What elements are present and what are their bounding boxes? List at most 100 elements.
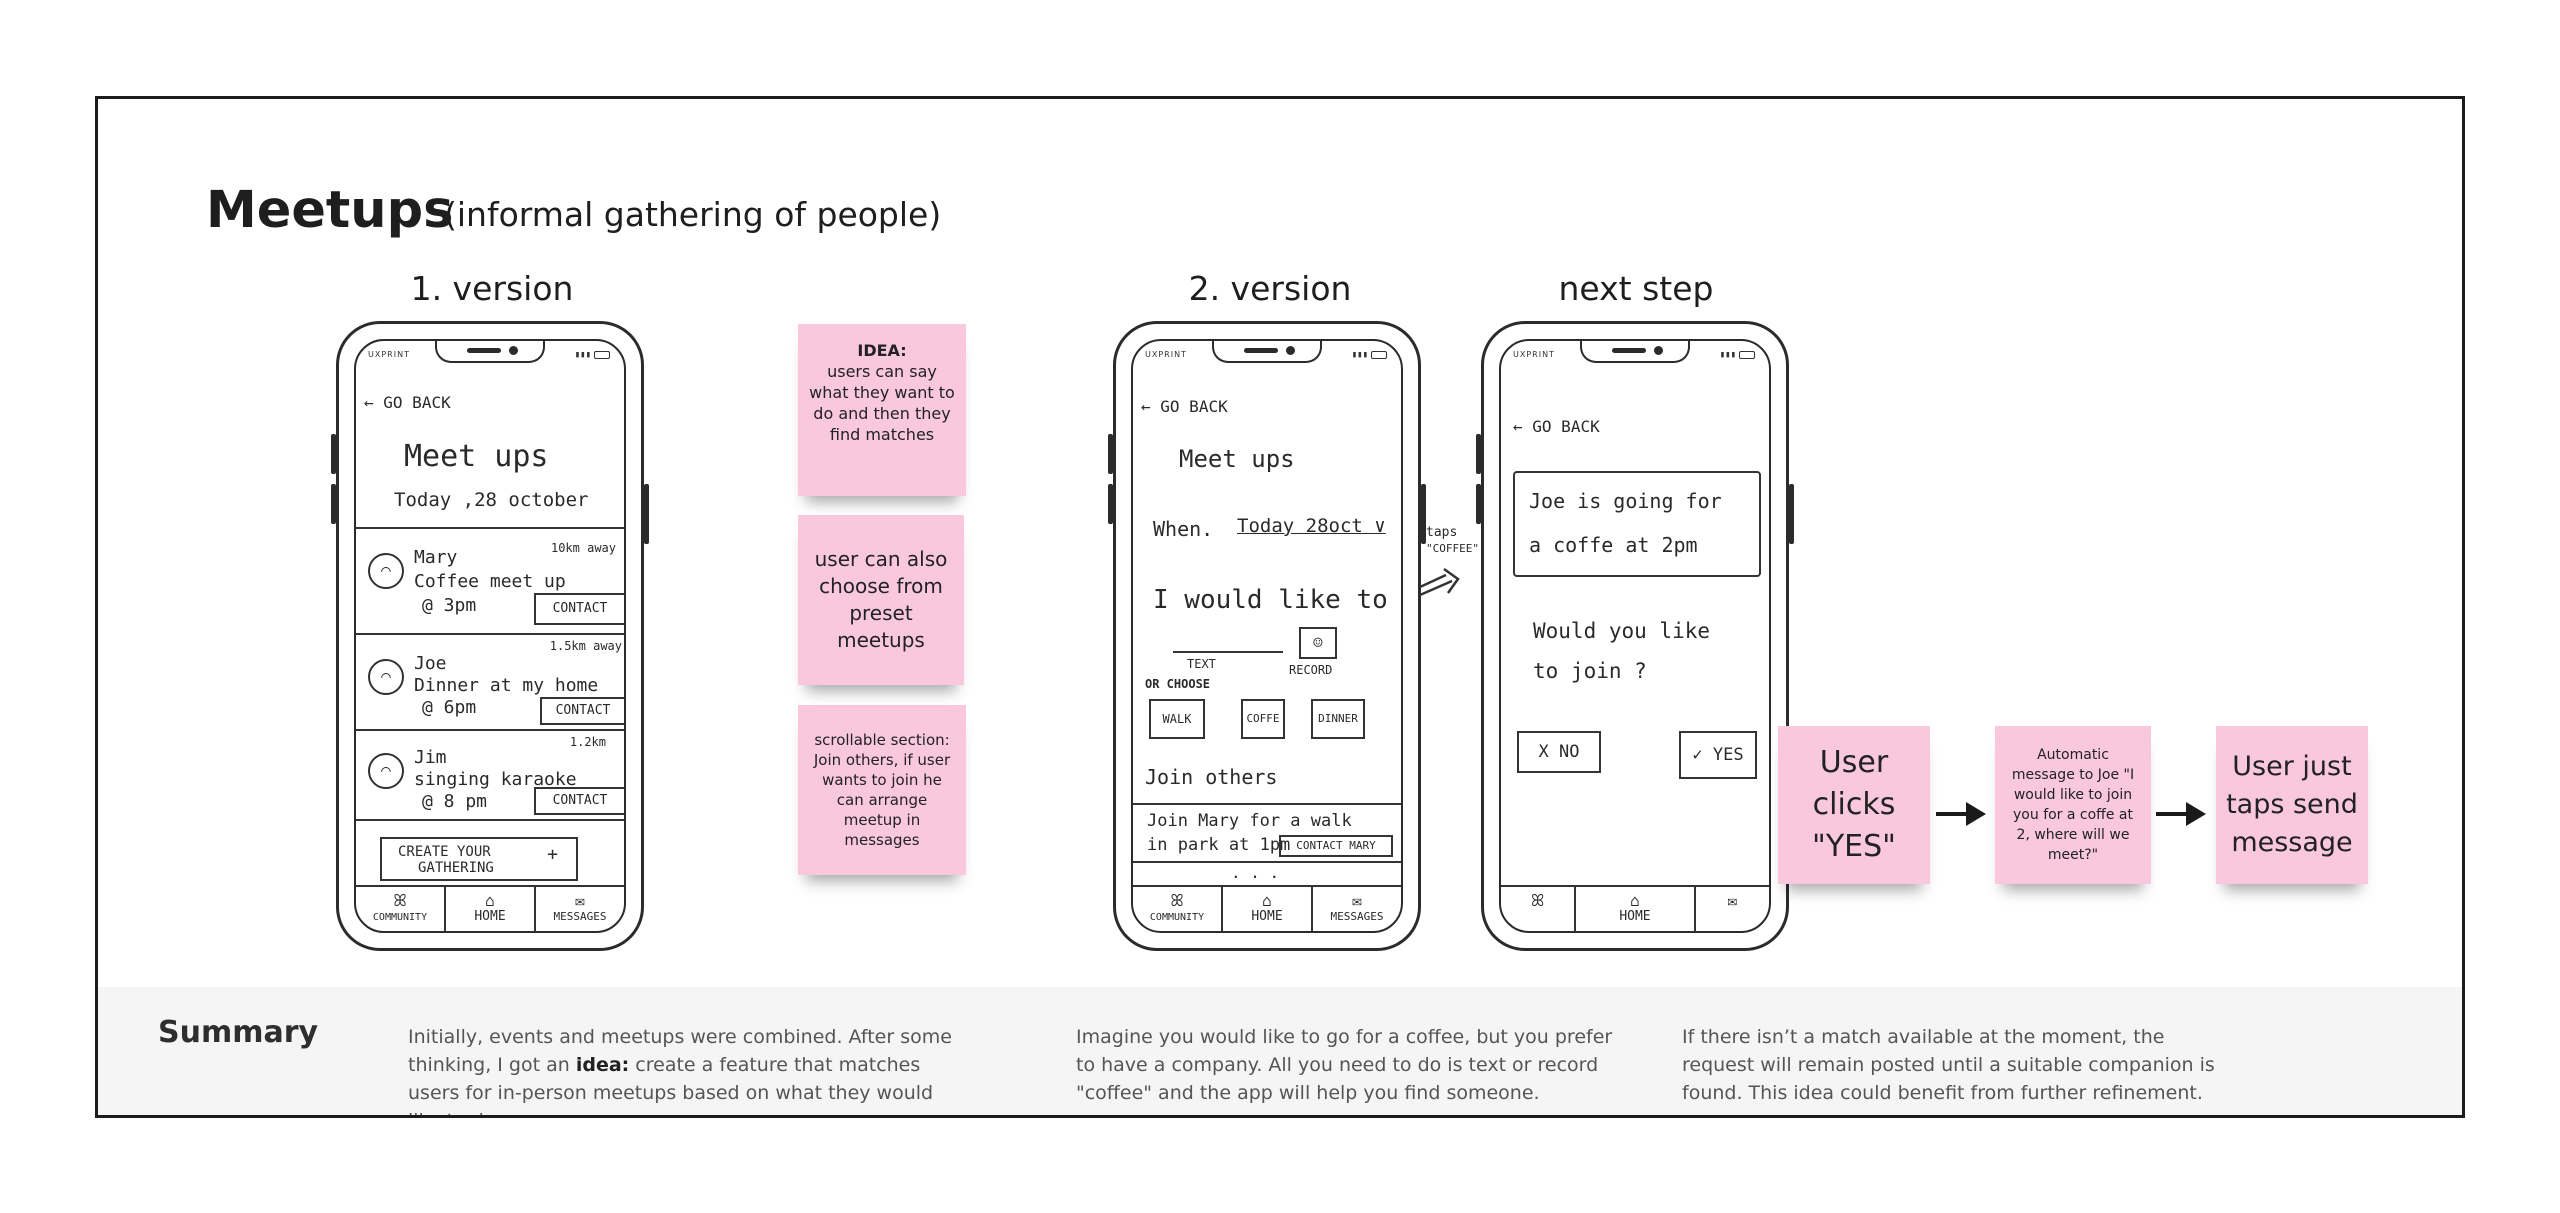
divider: [356, 527, 624, 529]
nav-messages[interactable]: ✉: [1696, 887, 1769, 931]
battery-icon: ▮▮▮: [575, 350, 610, 360]
back-arrow-icon: ←: [364, 393, 374, 412]
carrier-label: UXPRINT: [368, 350, 410, 359]
summary-section: [98, 987, 2462, 1115]
taps-coffee-note: taps "COFFEE": [1426, 525, 1479, 555]
contact-button[interactable]: CONTACT: [534, 593, 624, 625]
yes-button[interactable]: ✓ YES: [1679, 731, 1757, 779]
envelope-icon: ✉: [1352, 891, 1362, 910]
phone-notch: [1212, 341, 1322, 363]
nav-home[interactable]: ⌂HOME: [1223, 887, 1313, 931]
question-line1: Would you like: [1533, 619, 1711, 643]
sticky-note-idea: IDEA: users can say what they want to do…: [798, 324, 966, 496]
list-item-time: @ 8 pm: [422, 791, 488, 812]
option-dinner[interactable]: DINNER: [1311, 699, 1365, 739]
avatar-icon: ◠: [368, 659, 404, 695]
join-item-detail: in park at 1pm: [1147, 835, 1291, 855]
phone-power-button: [1421, 484, 1426, 544]
divider: [356, 819, 624, 821]
text-input-line[interactable]: [1173, 651, 1283, 653]
column-label-v1: 1. version: [410, 269, 574, 308]
sticky-note-scrollable: scrollable section: Join others, if user…: [798, 705, 966, 875]
option-walk[interactable]: WALK: [1149, 699, 1205, 739]
sticky-note-auto-message: Automatic message to Joe "I would like t…: [1995, 726, 2151, 884]
list-item-title: Coffee meet up: [414, 571, 566, 592]
back-button[interactable]: ← GO BACK: [1141, 397, 1228, 416]
phone-notch: [435, 341, 545, 363]
list-item-title: singing karaoke: [414, 769, 577, 790]
nav-home[interactable]: ⌂HOME: [1576, 887, 1696, 931]
sticky-note-send-message: User just taps send message: [2216, 726, 2368, 884]
record-button[interactable]: ☺: [1299, 627, 1337, 659]
when-dropdown[interactable]: Today 28oct ∨: [1237, 515, 1386, 537]
phone-side-button: [331, 434, 336, 474]
contact-button[interactable]: CONTACT: [534, 787, 624, 815]
contact-mary-button[interactable]: CONTACT MARY: [1279, 835, 1393, 857]
list-item-title: Dinner at my home: [414, 675, 599, 696]
back-arrow-icon: ←: [1141, 397, 1151, 416]
when-label: When.: [1153, 517, 1214, 541]
plus-icon: +: [547, 844, 558, 865]
contact-button[interactable]: CONTACT: [540, 697, 624, 725]
home-icon: ⌂: [1262, 891, 1272, 910]
page-subtitle: (informal gathering of people): [444, 195, 942, 234]
phone-power-button: [644, 484, 649, 544]
home-icon: ⌂: [1630, 891, 1640, 910]
divider: [356, 633, 624, 635]
phone-side-button: [1108, 484, 1113, 524]
list-item-name: Mary: [414, 547, 458, 568]
message-card: Joe is going for a coffe at 2pm: [1513, 471, 1761, 577]
more-indicator: . . .: [1231, 863, 1280, 882]
hand-arrow-icon: [1419, 567, 1460, 597]
flow-arrow-icon: [2156, 802, 2206, 826]
chevron-down-icon: ∨: [1374, 515, 1386, 537]
nav-community[interactable]: ꕤ: [1501, 887, 1577, 931]
no-button[interactable]: X NO: [1517, 731, 1601, 773]
list-item-distance: 1.2km: [569, 735, 606, 749]
flow-arrow-icon: [1936, 802, 1986, 826]
microphone-icon: ☺: [1313, 633, 1323, 652]
phone-mockup-v2: UXPRINT ▮▮▮ ← GO BACK Meet ups When. Tod…: [1108, 321, 1426, 951]
phone-screen: UXPRINT ▮▮▮ ← GO BACK Joe is going for a…: [1499, 339, 1771, 933]
avatar-icon: ◠: [368, 553, 404, 589]
list-item-distance: 10km away: [550, 541, 616, 555]
phone-mockup-v1: UXPRINT ▮▮▮ ← GO BACK Meet ups Today ,28…: [331, 321, 649, 951]
phone-side-button: [1108, 434, 1113, 474]
question-line2: to join ?: [1533, 659, 1647, 683]
record-label: RECORD: [1289, 663, 1333, 677]
back-button[interactable]: ← GO BACK: [364, 393, 451, 412]
community-icon: ꕤ: [393, 891, 407, 910]
summary-title: Summary: [158, 1015, 319, 1050]
phone-screen: UXPRINT ▮▮▮ ← GO BACK Meet ups Today ,28…: [354, 339, 626, 933]
create-gathering-button[interactable]: CREATE YOUR GATHERING +: [380, 837, 578, 881]
envelope-icon: ✉: [575, 891, 585, 910]
nav-messages[interactable]: ✉MESSAGES: [1330, 891, 1384, 923]
list-item-time: @ 6pm: [422, 697, 477, 718]
summary-paragraph-3: If there isn’t a match available at the …: [1682, 1026, 2215, 1104]
option-coffee[interactable]: COFFE: [1241, 699, 1285, 739]
battery-icon: ▮▮▮: [1352, 350, 1387, 360]
list-item-distance: 1.5km away: [549, 639, 622, 653]
phone-mockup-next: UXPRINT ▮▮▮ ← GO BACK Joe is going for a…: [1476, 321, 1794, 951]
sticky-note-user-clicks-yes: User clicks "YES": [1778, 726, 1930, 884]
home-icon: ⌂: [485, 891, 495, 910]
nav-home[interactable]: ⌂HOME: [446, 887, 536, 931]
screen-date: Today ,28 october: [394, 489, 589, 511]
carrier-label: UXPRINT: [1145, 350, 1187, 359]
text-label: TEXT: [1187, 657, 1216, 671]
nav-messages[interactable]: ✉MESSAGES: [553, 891, 607, 923]
avatar-icon: ◠: [368, 753, 404, 789]
divider: [1133, 803, 1401, 805]
column-label-next: next step: [1558, 269, 1714, 308]
join-item-title: Join Mary for a walk: [1147, 811, 1352, 831]
phone-notch: [1580, 341, 1690, 363]
join-others-heading: Join others: [1145, 765, 1278, 789]
or-choose-label: OR CHOOSE: [1145, 677, 1211, 691]
carrier-label: UXPRINT: [1513, 350, 1555, 359]
back-button[interactable]: ← GO BACK: [1513, 417, 1600, 436]
divider: [356, 729, 624, 731]
